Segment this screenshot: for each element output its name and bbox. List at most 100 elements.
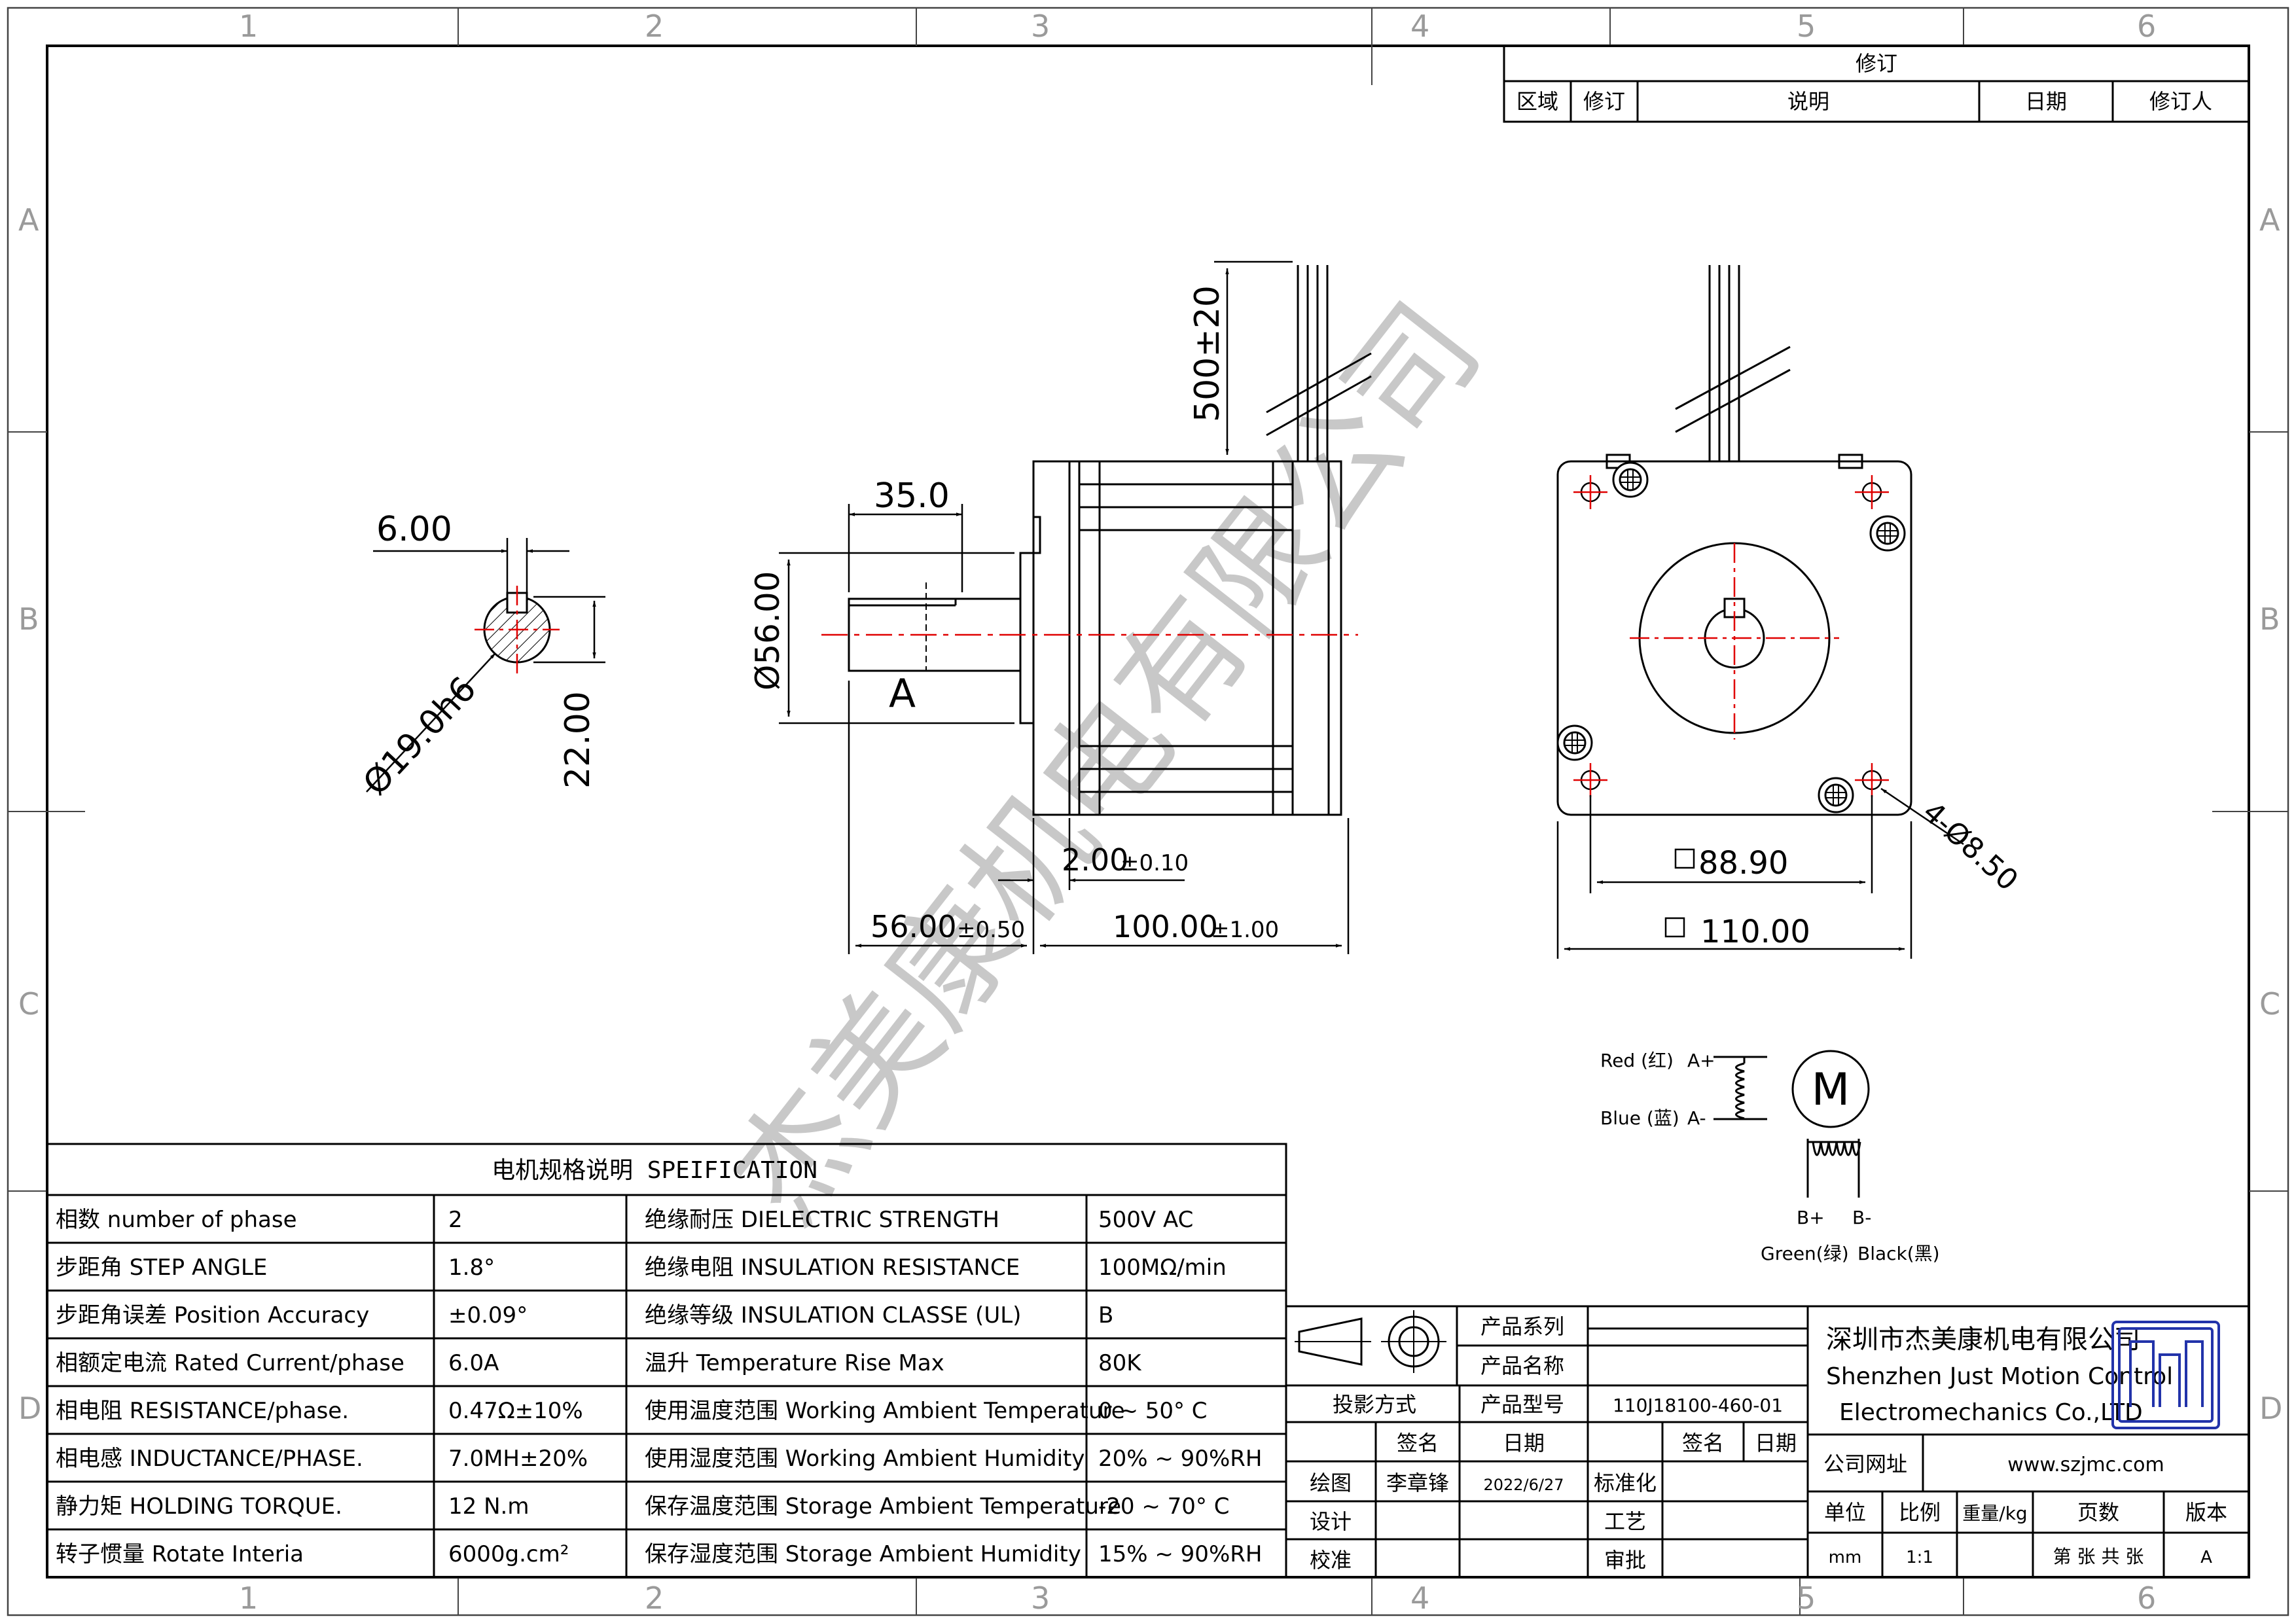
spec-label: 静力矩 HOLDING TORQUE.: [56, 1493, 342, 1520]
revision-col-rev: 修订: [1583, 89, 1625, 114]
grid-col-2: 2: [645, 9, 664, 44]
watermark: 杰美康机电有限公司: [704, 277, 1507, 1249]
dim-pilot-diameter: Ø56.00: [749, 571, 787, 691]
grid-row-d-right: D: [2259, 1391, 2282, 1426]
revision-col-reviser: 修订人: [2149, 89, 2212, 114]
grid-row-d: D: [18, 1391, 41, 1426]
tb-check-label: 校准: [1310, 1548, 1352, 1573]
revision-title: 修订: [1856, 51, 1897, 76]
tb-drawer-name: 李章锋: [1386, 1471, 1449, 1495]
motor-front-view: 88.90 110.00 4-Ø8.50: [1556, 265, 2024, 959]
tb-pages: 第 张 共 张: [2053, 1546, 2144, 1567]
grid-col-1-bottom: 1: [239, 1580, 258, 1616]
grid-col-3: 3: [1031, 9, 1050, 44]
company-logo: [2111, 1321, 2220, 1429]
grid-col-5: 5: [1797, 9, 1816, 44]
grid-row-a-right: A: [2259, 202, 2280, 238]
tb-date-header: 日期: [1503, 1431, 1545, 1455]
tb-version-label: 版本: [2185, 1500, 2227, 1525]
dim-key-height: 22.00: [558, 691, 598, 789]
spec-label: 温升 Temperature Rise Max: [645, 1350, 944, 1376]
dim-mount-holes: 4-Ø8.50: [1916, 795, 2024, 897]
spec-label: 相数 number of phase: [56, 1207, 297, 1233]
grid-col-3-bottom: 3: [1031, 1580, 1050, 1616]
grid-col-1: 1: [239, 9, 258, 44]
spec-table: 电机规格说明 SPEIFICATION 相数 number of phase 2…: [46, 1143, 1287, 1578]
spec-value: 12 N.m: [448, 1493, 529, 1520]
spec-value: B: [1098, 1302, 1113, 1329]
wire-b-minus: B-: [1852, 1207, 1871, 1228]
wire-black-label: Black(黑): [1857, 1243, 1940, 1264]
spec-value: 15% ~ 90%RH: [1098, 1541, 1262, 1567]
dim-body-tolerance: ±1.00: [1211, 917, 1279, 943]
tb-unit: mm: [1829, 1548, 1862, 1567]
grid-col-2-bottom: 2: [645, 1580, 664, 1616]
spec-label: 保存温度范围 Storage Ambient Temperature: [645, 1493, 1121, 1520]
revision-col-desc: 说明: [1787, 89, 1829, 114]
grid-labels: 1 2 3 4 5 6 1 2 3 4 5 6 A B C D A B C D: [18, 9, 2282, 1616]
tb-website: www.szjmc.com: [2007, 1454, 2164, 1476]
tb-design-label: 设计: [1310, 1509, 1352, 1534]
tb-date-header-2: 日期: [1755, 1431, 1797, 1455]
spec-value: -20 ~ 70° C: [1098, 1493, 1229, 1520]
dim-shaft-diameter: Ø19.0h6: [356, 669, 484, 803]
spec-value: 20% ~ 90%RH: [1098, 1446, 1262, 1472]
grid-row-c: C: [18, 986, 39, 1022]
spec-label: 使用温度范围 Working Ambient Temperature: [645, 1398, 1125, 1424]
dim-shaft-length: 56.00: [870, 909, 957, 944]
spec-value: 100MΩ/min: [1098, 1255, 1227, 1281]
dim-key-length: 35.0: [874, 476, 950, 516]
tb-company-cn: 深圳市杰美康机电有限公司: [1826, 1325, 2140, 1355]
wire-a-minus: A-: [1687, 1107, 1706, 1129]
spec-label: 绝缘耐压 DIELECTRIC STRENGTH: [645, 1207, 999, 1233]
spec-value: 2: [448, 1207, 463, 1233]
spec-label: 转子惯量 Rotate Interia: [56, 1541, 304, 1567]
tb-product-model-label: 产品型号: [1480, 1392, 1564, 1417]
tb-draw-date: 2022/6/27: [1483, 1476, 1564, 1494]
spec-value: 1.8°: [448, 1255, 495, 1281]
spec-value: 6000g.cm²: [448, 1541, 569, 1567]
tb-version: A: [2200, 1548, 2212, 1567]
grid-col-6: 6: [2137, 9, 2156, 44]
wire-blue-label: Blue (蓝): [1600, 1107, 1679, 1129]
tb-standard-label: 标准化: [1594, 1471, 1657, 1495]
spec-value: 0 ~ 50° C: [1098, 1398, 1208, 1424]
tb-product-model-value: 110J18100-460-01: [1613, 1395, 1783, 1416]
tb-pages-label: 页数: [2077, 1500, 2119, 1525]
dim-flange-tolerance: ±0.10: [1121, 850, 1189, 876]
tb-scale: 1:1: [1906, 1548, 1933, 1567]
grid-row-c-right: C: [2259, 986, 2280, 1022]
spec-value: 0.47Ω±10%: [448, 1398, 583, 1424]
tb-sign-header-2: 签名: [1682, 1431, 1724, 1455]
dim-frame-size: 110.00: [1700, 914, 1810, 950]
spec-value: 500V AC: [1098, 1207, 1193, 1233]
tb-scale-label: 比例: [1899, 1500, 1941, 1525]
tb-company-en-1: Shenzhen Just Motion Control: [1826, 1363, 2173, 1390]
wiring-diagram: Red (红) A+ Blue (蓝) A- B+ B- Green(绿) Bl…: [1600, 1050, 1940, 1264]
spec-label: 绝缘等级 INSULATION CLASSE (UL): [645, 1302, 1021, 1329]
spec-label: 相电感 INDUCTANCE/PHASE.: [56, 1446, 363, 1472]
tb-website-label: 公司网址: [1823, 1452, 1907, 1476]
revision-table: 修订 区域 修订 说明 日期 修订人: [1503, 45, 2250, 123]
spec-title: 电机规格说明 SPEIFICATION: [492, 1157, 817, 1184]
view-label-a: A: [889, 671, 916, 717]
tb-weight-label: 重量/kg: [1962, 1503, 2027, 1524]
spec-label: 保存湿度范围 Storage Ambient Humidity: [645, 1541, 1081, 1567]
shaft-section-view: 6.00 Ø19.0h6 22.00: [356, 510, 605, 803]
wire-b-plus: B+: [1797, 1207, 1825, 1228]
dim-body-length: 100.00: [1113, 909, 1218, 944]
revision-col-area: 区域: [1516, 89, 1558, 114]
tb-process-label: 工艺: [1604, 1509, 1646, 1534]
spec-value: 80K: [1098, 1350, 1142, 1376]
dim-shaft-tolerance: ±0.50: [957, 917, 1025, 943]
spec-label: 步距角 STEP ANGLE: [56, 1255, 267, 1281]
wire-a-plus: A+: [1687, 1050, 1715, 1071]
tb-unit-label: 单位: [1824, 1500, 1866, 1525]
spec-label: 绝缘电阻 INSULATION RESISTANCE: [645, 1255, 1020, 1281]
tb-company-en-2: Electromechanics Co.,LTD: [1839, 1399, 2143, 1426]
spec-value: 7.0MH±20%: [448, 1446, 588, 1472]
dim-key-width: 6.00: [376, 510, 452, 549]
spec-label: 相额定电流 Rated Current/phase: [56, 1350, 404, 1376]
dim-hole-pitch: 88.90: [1698, 845, 1788, 882]
spec-label: 相电阻 RESISTANCE/phase.: [56, 1398, 349, 1424]
